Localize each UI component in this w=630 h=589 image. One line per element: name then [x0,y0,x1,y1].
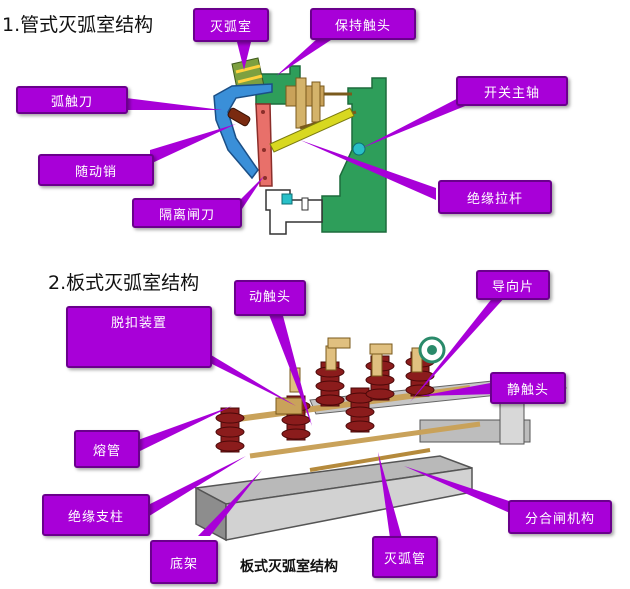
lower-bracket [265,189,323,235]
isolating-blade-red [255,103,273,187]
label-insulating-post: 绝缘支柱 [42,494,150,536]
label-fuse-tube: 熔管 [74,430,140,468]
label-base-frame: 底架 [150,540,218,584]
label-follower-pin: 随动销 [38,154,154,186]
label-guide-plate: 导向片 [476,270,550,300]
arc-knife-blue [213,83,273,180]
section2-caption: 板式灭弧室结构 [240,559,338,575]
section1-pointers [126,38,470,212]
label-isolating-blade: 隔离闸刀 [132,198,242,228]
main-shaft-circle [352,142,366,156]
tube-arc-chamber-drawing [213,57,387,235]
label-trip-device: 脱扣装置 [66,306,212,368]
section1-title: 1.管式灭弧室结构 [2,14,154,36]
label-static-contact: 静触头 [490,372,566,404]
green-frame [321,77,387,233]
insulating-rod-yellow [269,107,355,153]
section2-title: 2.板式灭弧室结构 [48,272,200,294]
label-arc-tube: 灭弧管 [372,536,438,578]
label-main-switch-shaft: 开关主轴 [456,76,568,106]
moving-contacts [289,337,423,393]
trip-device [275,397,303,415]
label-moving-contact: 动触头 [234,280,306,316]
label-switching-mechanism: 分合闸机构 [508,500,612,534]
label-arc-contact-knife: 弧触刀 [16,86,128,114]
label-arc-chamber: 灭弧室 [193,8,269,42]
follower-pin [227,107,251,127]
label-holding-contact: 保持触头 [310,8,416,40]
label-insulating-rod: 绝缘拉杆 [438,180,552,214]
